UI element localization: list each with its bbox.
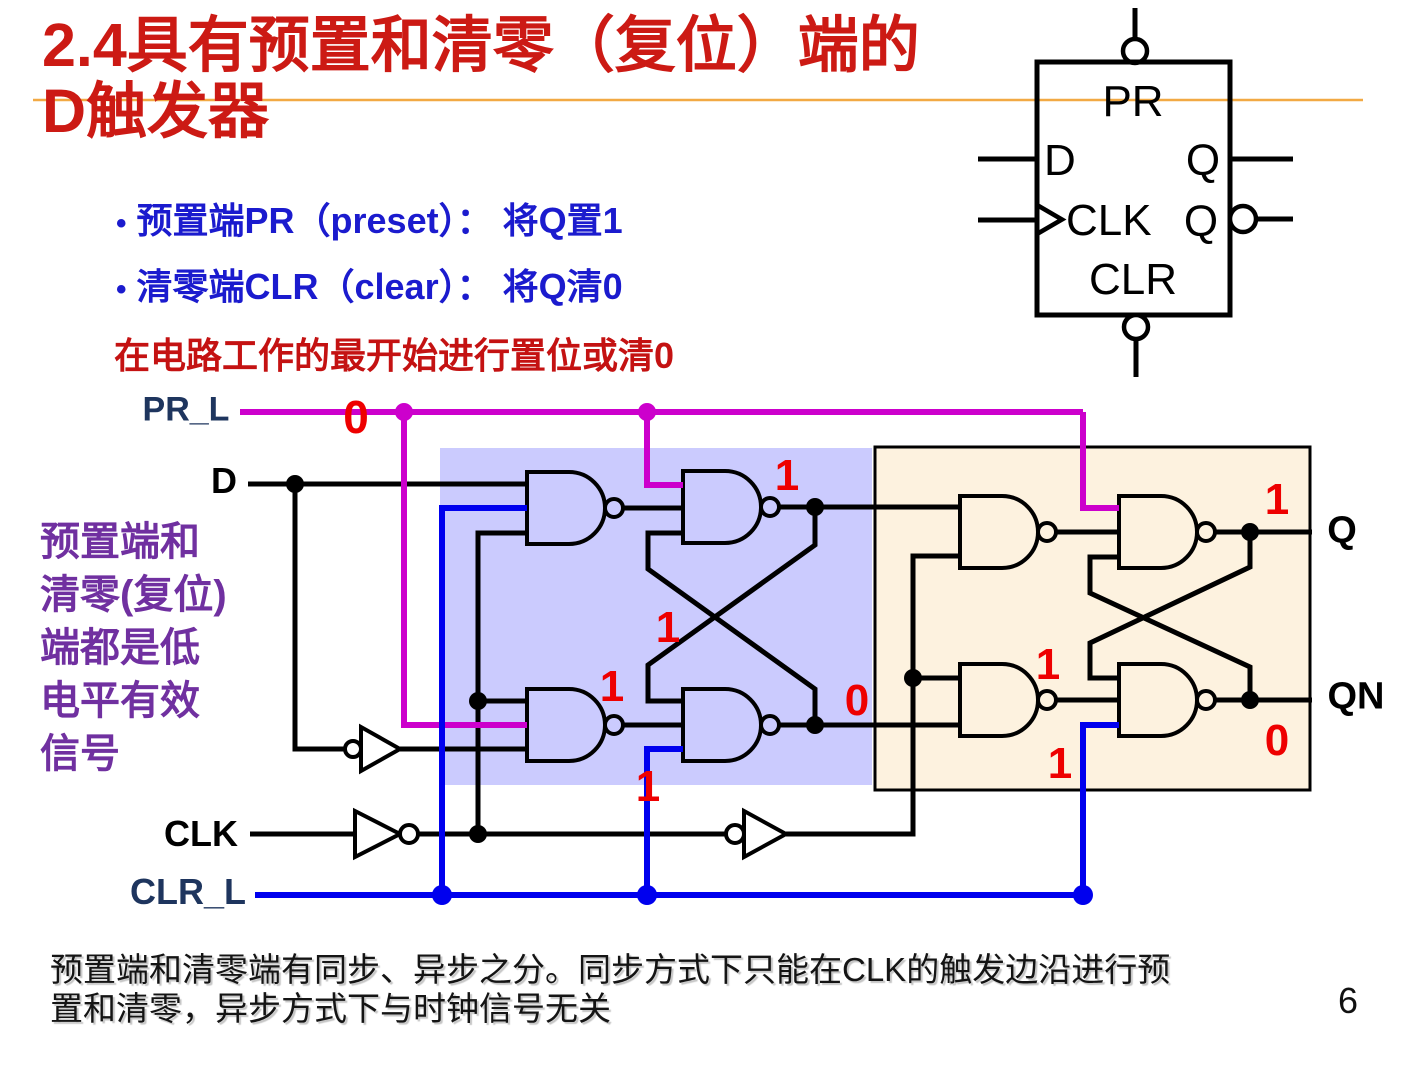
value-m2-out: 1	[599, 662, 625, 711]
red-note: 在电路工作的最开始进行置位或清0	[114, 335, 675, 376]
footer-note: 预置端和清零端有同步、异步之分。同步方式下只能在CLK的触发边沿进行预 置和清零…	[50, 950, 1170, 1028]
bullet-clear-text: 清零端CLR（clear）： 将Q清0	[136, 266, 623, 307]
bullet-preset: • 预置端PR（preset）： 将Q置1	[116, 192, 623, 244]
footer-line1: 预置端和清零端有同步、异步之分。同步方式下只能在CLK的触发边沿进行预	[50, 951, 1171, 988]
master-latch-region	[440, 448, 872, 785]
ff-pr-bubble	[1120, 36, 1150, 66]
dot-q	[1241, 523, 1259, 541]
wire-slave-feedback-a	[1087, 532, 1253, 681]
ff-clr-bubble	[1121, 312, 1151, 342]
wire-clk2-out	[786, 553, 960, 837]
wire-d-branch	[292, 484, 345, 752]
ff-clk-edge-wedge	[1035, 203, 1067, 236]
bubble-m3	[759, 496, 781, 518]
page-title-line1: 2.4具有预置和清零（复位）端的	[42, 11, 920, 79]
dot-clkb	[469, 825, 487, 843]
page-title-line2: D触发器	[42, 77, 270, 145]
dot-d	[286, 475, 304, 493]
clk-buffer-bubble	[724, 823, 746, 845]
purple-side-note: 预置端和 清零(复位) 端都是低 电平有效 信号	[40, 516, 227, 781]
value-pr-l: 0	[343, 391, 369, 443]
dot-clkb-g2	[469, 692, 487, 710]
value-s2-out: 1	[1035, 640, 1061, 689]
ff-symbol: PR D Q CLK Q CLR	[978, 8, 1293, 377]
bubble-m2	[603, 714, 625, 736]
ff-label-clr: CLR	[1089, 255, 1177, 304]
label-pr-l: PR_L	[142, 390, 230, 429]
wire-prl-to-m3	[644, 412, 683, 488]
ff-label-clk: CLK	[1066, 196, 1152, 245]
value-master-q: 1	[774, 451, 800, 500]
d-inverter-triangle	[359, 723, 405, 775]
preset-wires	[240, 409, 1119, 728]
value-clr-wire-master: 1	[635, 762, 661, 811]
wire-clrl-to-m4	[644, 746, 683, 895]
wire-clrl-to-m1	[439, 505, 527, 895]
value-master-feedback: 1	[655, 603, 681, 652]
value-qn: 0	[1264, 716, 1290, 765]
clear-wires	[255, 505, 1119, 898]
bubble-s4	[1195, 689, 1217, 711]
nand-gates	[525, 469, 1217, 763]
label-q: Q	[1327, 509, 1357, 552]
dot-m4-out	[806, 716, 824, 734]
wire-clrl-to-s4	[1080, 722, 1119, 895]
purple-note-line: 信号	[40, 732, 120, 776]
wire-master-feedback-b	[645, 530, 818, 725]
bullet-marker: •	[116, 207, 127, 240]
bubble-s3	[1195, 521, 1217, 543]
value-master-qn: 0	[844, 676, 870, 725]
ff-qbar-bubble	[1227, 203, 1259, 235]
label-clk: CLK	[164, 813, 238, 854]
dot-qn	[1241, 691, 1259, 709]
purple-note-line: 预置端和	[40, 520, 200, 564]
purple-note-line: 清零(复位)	[40, 573, 227, 617]
clk-inverter-triangle	[353, 807, 405, 861]
ff-label-q: Q	[1186, 136, 1220, 185]
label-d: D	[211, 460, 237, 501]
bullet-clear: • 清零端CLR（clear）： 将Q清0	[116, 258, 623, 310]
dot-clk-slave	[904, 669, 922, 687]
bubble-s2	[1036, 689, 1058, 711]
bullet-preset-text: 预置端PR（preset）： 将Q置1	[136, 200, 623, 241]
dot-prl-1	[395, 403, 413, 421]
purple-note-line: 电平有效	[40, 679, 200, 723]
label-clr-l: CLR_L	[130, 871, 246, 912]
wire-prl-to-m2	[401, 412, 527, 728]
value-q: 1	[1264, 475, 1290, 524]
dot-prl-2	[638, 403, 656, 421]
clk-inverter-bubble	[398, 823, 420, 845]
dot-clrl-1	[432, 885, 452, 905]
bubble-m1	[603, 497, 625, 519]
ff-label-pr: PR	[1102, 77, 1163, 126]
d-inverter-bubble	[343, 739, 363, 759]
value-clr-wire-slave: 1	[1047, 739, 1073, 788]
wire-prl-to-s3	[1080, 412, 1119, 511]
wire-slave-feedback-b	[1087, 554, 1253, 700]
junction-dots	[286, 403, 1259, 905]
dot-clrl-3	[1073, 885, 1093, 905]
wire-clkb-vert	[475, 530, 527, 834]
page-title: 2.4具有预置和清零（复位）端的 D触发器	[42, 12, 920, 144]
slave-latch-region	[873, 445, 1312, 792]
ff-label-qbar: Q	[1184, 197, 1218, 246]
clk-buffer-triangle	[742, 807, 791, 861]
footer-line2: 置和清零，异步方式下与时钟信号无关	[50, 990, 611, 1027]
purple-note-line: 端都是低	[40, 626, 200, 670]
bubble-s1	[1036, 521, 1058, 543]
dot-clrl-2	[637, 885, 657, 905]
page-number: 6	[1338, 980, 1359, 1021]
label-qn: QN	[1327, 675, 1385, 718]
wire-master-feedback-a	[645, 507, 818, 704]
inverters	[343, 723, 791, 861]
bubble-m4	[759, 714, 781, 736]
ff-label-d: D	[1044, 136, 1076, 185]
dot-m3-out	[806, 498, 824, 516]
bullet-marker: •	[116, 273, 127, 306]
